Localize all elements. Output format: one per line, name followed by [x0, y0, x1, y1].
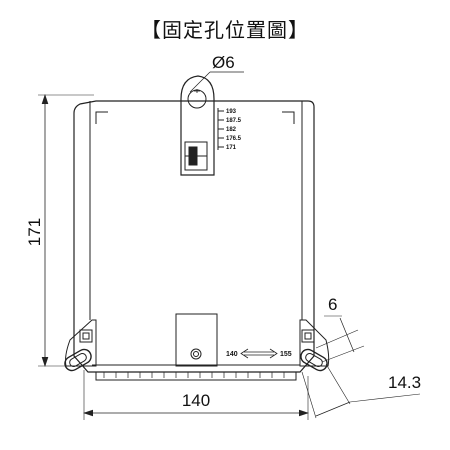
scale-label-171: 171: [226, 145, 237, 151]
range-arrow: [240, 348, 278, 359]
scale-label-193: 193: [226, 109, 237, 115]
slot-width-label: 6: [328, 295, 337, 314]
seal-screw: [190, 348, 202, 360]
diagram-title: 【固定孔位置圖】: [141, 18, 309, 42]
height-label: 171: [25, 218, 44, 246]
scale-label-187-5: 187.5: [226, 118, 242, 124]
terminal-cover: [175, 313, 218, 367]
left-mount-slot: [64, 348, 92, 372]
device-bottom-rail: [92, 364, 300, 381]
left-terminal-square: [79, 329, 93, 343]
left-mount-block: [65, 319, 97, 367]
corner-bracket-top-right: [282, 111, 295, 124]
scale-label-176-5: 176.5: [226, 136, 242, 142]
width-dimension: [83, 370, 309, 420]
corner-bracket-top-left: [95, 111, 108, 124]
hole-diameter-leader: [189, 71, 244, 93]
height-dimension: [38, 94, 94, 367]
slot-width-dimension: [315, 315, 365, 363]
hole-diameter-label: Ø6: [212, 53, 235, 72]
device-inner-outline: [89, 101, 303, 320]
range-from-label: 140: [226, 351, 238, 358]
right-mount-block: [299, 319, 330, 367]
right-mount-slot: [300, 348, 328, 372]
slot-length-dimension: [301, 363, 421, 419]
width-label: 140: [182, 391, 210, 410]
range-to-label: 155: [280, 351, 292, 358]
right-terminal-square: [301, 329, 315, 343]
device-outline: [73, 100, 315, 373]
slot-length-label: 14.3: [388, 373, 421, 392]
hanger-tab: [180, 75, 215, 176]
scale-label-182: 182: [226, 127, 237, 133]
